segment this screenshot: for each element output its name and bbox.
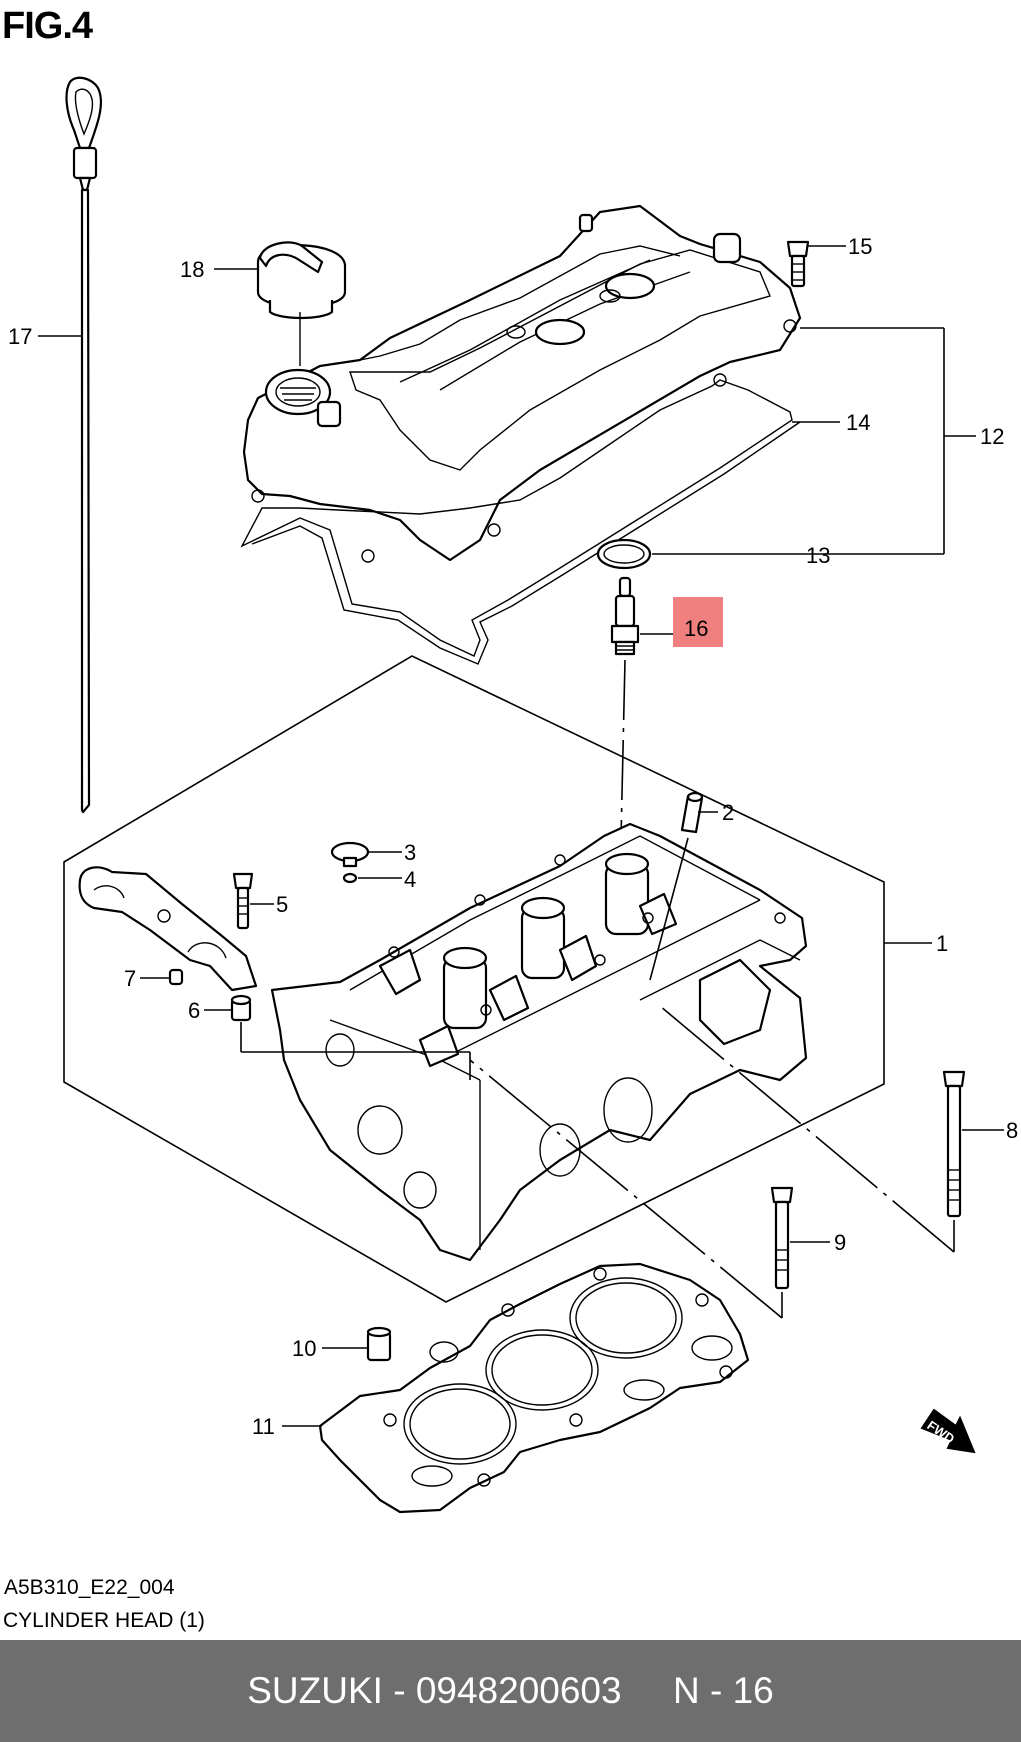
label-1: 1 bbox=[936, 931, 948, 956]
plug-o-ring[interactable] bbox=[596, 538, 652, 570]
drawing-code: A5B310_E22_004 bbox=[4, 1576, 175, 1599]
label-7: 7 bbox=[124, 966, 136, 991]
cylinder-head-gasket[interactable] bbox=[318, 1262, 750, 1514]
label-11: 11 bbox=[252, 1414, 275, 1439]
parts-diagram: 17 18 12 14 bbox=[8, 76, 1018, 1514]
label-5: 5 bbox=[276, 892, 288, 917]
label-15: 15 bbox=[848, 234, 872, 259]
cylinder-head[interactable] bbox=[270, 822, 808, 1262]
label-16: 16 bbox=[684, 616, 708, 641]
label-14: 14 bbox=[846, 410, 870, 435]
label-4: 4 bbox=[404, 867, 416, 892]
locating-pin[interactable] bbox=[680, 791, 704, 834]
knock-pin[interactable] bbox=[168, 968, 184, 986]
drawing-caption: CYLINDER HEAD (1) bbox=[3, 1609, 205, 1632]
cover-bolt[interactable] bbox=[786, 240, 810, 288]
label-9: 9 bbox=[834, 1230, 846, 1255]
label-6: 6 bbox=[188, 998, 200, 1023]
footer-bar: SUZUKI - 0948200603 N - 16 bbox=[0, 1640, 1021, 1742]
head-cover-gasket[interactable] bbox=[240, 379, 801, 665]
figure-title: FIG.4 bbox=[2, 5, 93, 47]
footer-spacer bbox=[622, 1670, 673, 1712]
highlight-box bbox=[673, 597, 723, 647]
label-17: 17 bbox=[8, 324, 32, 349]
cylinder-head-cover[interactable] bbox=[242, 204, 802, 563]
dowel-sleeve[interactable] bbox=[230, 994, 252, 1022]
small-o-ring[interactable] bbox=[342, 872, 358, 884]
oil-dipstick[interactable] bbox=[65, 76, 102, 814]
footer-brand: SUZUKI bbox=[247, 1670, 383, 1711]
label-12: 12 bbox=[980, 424, 1004, 449]
label-10: 10 bbox=[292, 1336, 316, 1361]
assembly-frame bbox=[63, 655, 885, 1303]
label-18: 18 bbox=[180, 257, 204, 282]
footer-separator: - bbox=[382, 1670, 416, 1711]
spark-plug[interactable] bbox=[610, 576, 640, 656]
label-3: 3 bbox=[404, 840, 416, 865]
label-13: 13 bbox=[806, 543, 830, 568]
head-bolt-short[interactable] bbox=[770, 1186, 794, 1290]
head-bolt-long[interactable] bbox=[942, 1070, 966, 1218]
label-2: 2 bbox=[722, 800, 734, 825]
camshaft-housing[interactable] bbox=[78, 866, 258, 992]
head-dowel[interactable] bbox=[366, 1326, 392, 1362]
forward-arrow: FWD bbox=[920, 1408, 976, 1454]
label-8: 8 bbox=[1006, 1118, 1018, 1143]
footer-part-number: 0948200603 bbox=[415, 1670, 622, 1711]
footer-position: N - 16 bbox=[673, 1670, 774, 1711]
plug-seal[interactable] bbox=[330, 841, 370, 868]
oil-filler-cap[interactable] bbox=[256, 241, 347, 366]
cam-cap-bolt[interactable] bbox=[232, 872, 254, 930]
